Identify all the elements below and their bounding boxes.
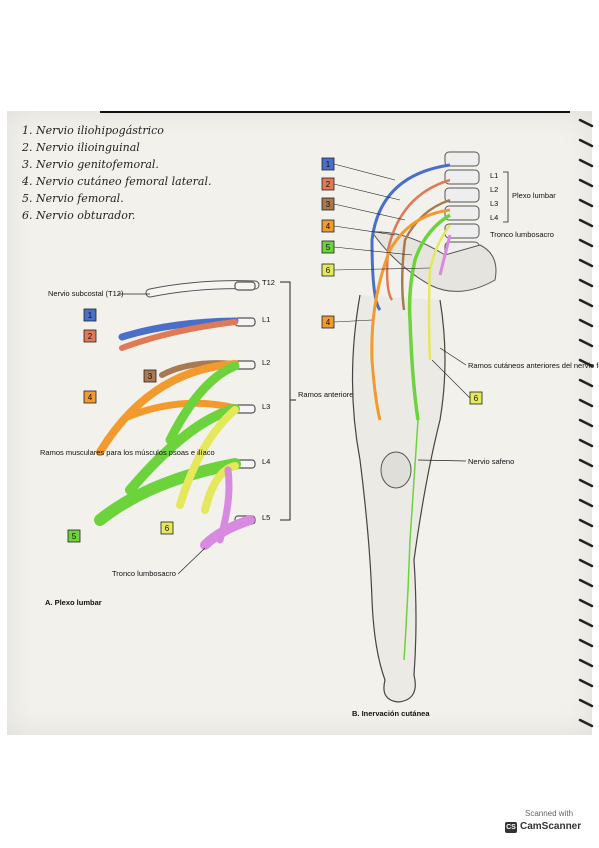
svg-text:1: 1 [88, 311, 93, 320]
level-L2: L2 [262, 358, 270, 367]
levels-bracket [280, 281, 291, 521]
level-L4: L4 [262, 457, 270, 466]
subcostal-label: Nervio subcostal (T12) [48, 289, 124, 298]
box-1-b: 1 [321, 157, 335, 171]
safeno-line [403, 419, 419, 661]
b-level-L3: L3 [490, 199, 498, 208]
panel-a-plexo-lumbar: T12 L1 L2 L3 L4 L5 Ramos anteriores de n… [40, 278, 428, 607]
ramos-cutaneos-label: Ramos cutáneos anteriores del nervio fem… [468, 361, 599, 370]
level-L3: L3 [262, 402, 270, 411]
box-2-a: 2 [83, 329, 97, 343]
box-5-a: 5 [67, 529, 81, 543]
box-4-a: 4 [83, 390, 97, 404]
list-item-6: 6. Nervio obturador. [22, 209, 135, 222]
svg-text:6: 6 [474, 394, 479, 403]
b-nerve-2 [385, 178, 451, 301]
notebook-spiral [578, 118, 594, 728]
panel-b-cutaneous: L1 L2 L3 L4 Plexo lumbar Tronco lumbosac… [321, 151, 599, 718]
nerve-root-stumps [234, 281, 256, 525]
nerve-6-obturator [176, 406, 239, 509]
knee [380, 451, 412, 489]
tronco-label-a: Tronco lumbosacro [112, 569, 176, 578]
spine [444, 151, 480, 257]
b-level-L1: L1 [490, 171, 498, 180]
b-level-L2: L2 [490, 185, 498, 194]
b-nerve-3 [400, 198, 451, 311]
leg-outline [351, 294, 446, 703]
nerve-5-femoral [94, 458, 241, 526]
b-nerve-6 [427, 224, 452, 361]
svg-text:4: 4 [326, 318, 331, 327]
leader-lines [333, 163, 471, 399]
level-L5: L5 [262, 513, 270, 522]
svg-text:5: 5 [326, 243, 331, 252]
camscanner-logo-icon: CS [505, 822, 517, 833]
box-6-b-lower: 6 [469, 391, 483, 405]
camscanner-watermark: Scanned with CS CamScanner [505, 808, 585, 840]
svg-text:3: 3 [326, 200, 331, 209]
svg-text:3: 3 [148, 372, 153, 381]
scanned-with-text: Scanned with [525, 809, 574, 818]
list-item-4: 4. Nervio cutáneo femoral lateral. [21, 175, 211, 188]
svg-text:4: 4 [88, 393, 93, 402]
svg-text:2: 2 [88, 332, 93, 341]
svg-text:6: 6 [326, 266, 331, 275]
svg-text:5: 5 [72, 532, 77, 541]
level-L1: L1 [262, 315, 270, 324]
tronco-label-b: Tronco lumbosacro [490, 230, 554, 239]
page-top-rule [100, 111, 570, 113]
box-2-b: 2 [321, 177, 335, 191]
nerve-4-lateral-femoral-cutaneous [96, 360, 239, 456]
box-5-b: 5 [321, 240, 335, 254]
b-nerve-5 [407, 213, 451, 421]
nerve-2-ilioinguinal [119, 319, 238, 351]
plexo-lumbar-label: Plexo lumbar [512, 191, 556, 200]
scanned-page [7, 111, 592, 735]
safeno-label: Nervio safeno [468, 457, 514, 466]
b-level-L4: L4 [490, 213, 498, 222]
camscanner-brand: CamScanner [520, 821, 582, 832]
box-6-a: 6 [160, 521, 174, 535]
box-3-a: 3 [143, 369, 157, 383]
box-6-b: 6 [321, 263, 335, 277]
box-4-b-lower: 4 [321, 315, 335, 329]
box-1-a: 1 [83, 308, 97, 322]
svg-text:1: 1 [326, 160, 331, 169]
b-nerve-4 [370, 208, 451, 421]
handwritten-list: 1. Nervio iliohipogástrico 2. Nervio ili… [21, 124, 211, 222]
box-4-b: 4 [321, 219, 335, 233]
level-T12: T12 [262, 278, 275, 287]
list-item-5: 5. Nervio femoral. [22, 192, 124, 205]
svg-text:4: 4 [326, 222, 331, 231]
svg-text:2: 2 [326, 180, 331, 189]
list-item-3: 3. Nervio genitofemoral. [22, 158, 159, 171]
list-item-2: 2. Nervio ilioinguinal [21, 141, 140, 154]
panel-a-caption: A. Plexo lumbar [45, 598, 102, 607]
ramos-musculares-label: Ramos musculares para los músculos psoas… [40, 448, 215, 457]
svg-text:6: 6 [165, 524, 170, 533]
box-3-b: 3 [321, 197, 335, 211]
list-item-1: 1. Nervio iliohipogástrico [22, 124, 164, 137]
panel-b-caption: B. Inervación cutánea [352, 709, 430, 718]
b-tronco [438, 234, 452, 276]
